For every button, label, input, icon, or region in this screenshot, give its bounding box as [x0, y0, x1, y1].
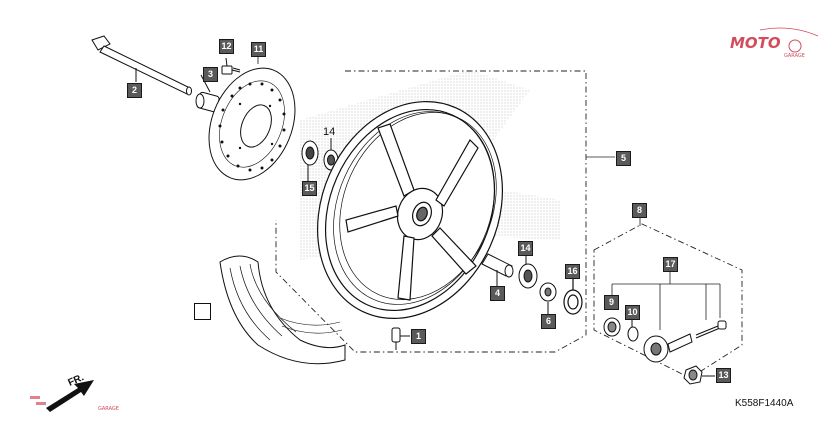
watermark-sub-top: GARAGE [784, 53, 805, 59]
retainer [539, 282, 557, 314]
callout-6: 6 [541, 314, 556, 329]
callout-14-right: 14 [518, 241, 533, 256]
callout-3: 3 [203, 67, 218, 82]
callout-16: 16 [565, 264, 580, 279]
callout-2: 2 [127, 83, 142, 98]
collar [195, 74, 220, 113]
watermark-brand-top: MOTO [730, 34, 781, 52]
axle-shaft [91, 35, 192, 96]
moto-logo-bottom-icon [30, 396, 46, 405]
side-collar [481, 253, 514, 286]
callout-12: 12 [219, 39, 234, 54]
bearing-right [518, 255, 538, 289]
callout-15: 15 [302, 181, 317, 196]
callout-10: 10 [625, 305, 640, 320]
callout-13: 13 [716, 368, 731, 383]
watermark-sub-bottom: GARAGE [98, 406, 119, 412]
front-direction-arrow-icon [30, 380, 94, 412]
speedometer-gear-parts [603, 317, 727, 363]
disc-bolt [221, 57, 241, 75]
valve-stem [391, 327, 410, 350]
tire [219, 255, 346, 365]
callout-8: 8 [632, 203, 647, 218]
callout-4: 4 [490, 286, 505, 301]
moto-logo-icon [759, 27, 819, 53]
callout-17: 17 [663, 257, 678, 272]
tire-callout-empty [194, 303, 211, 320]
callout-9: 9 [604, 295, 619, 310]
gearbox-assembly-outline [593, 223, 743, 379]
dust-seal [563, 278, 583, 315]
callout-14-left: 14 [323, 126, 336, 138]
callout-11: 11 [251, 42, 266, 57]
wheel-assembly-outline [275, 70, 587, 353]
brake-disc [208, 56, 296, 181]
callout-5: 5 [616, 151, 631, 166]
callout-1: 1 [411, 329, 426, 344]
drawing-code: K558F1440A [735, 398, 794, 409]
front-wheel [316, 101, 504, 319]
axle-nut [683, 365, 715, 385]
leader-lines-17 [611, 270, 721, 330]
